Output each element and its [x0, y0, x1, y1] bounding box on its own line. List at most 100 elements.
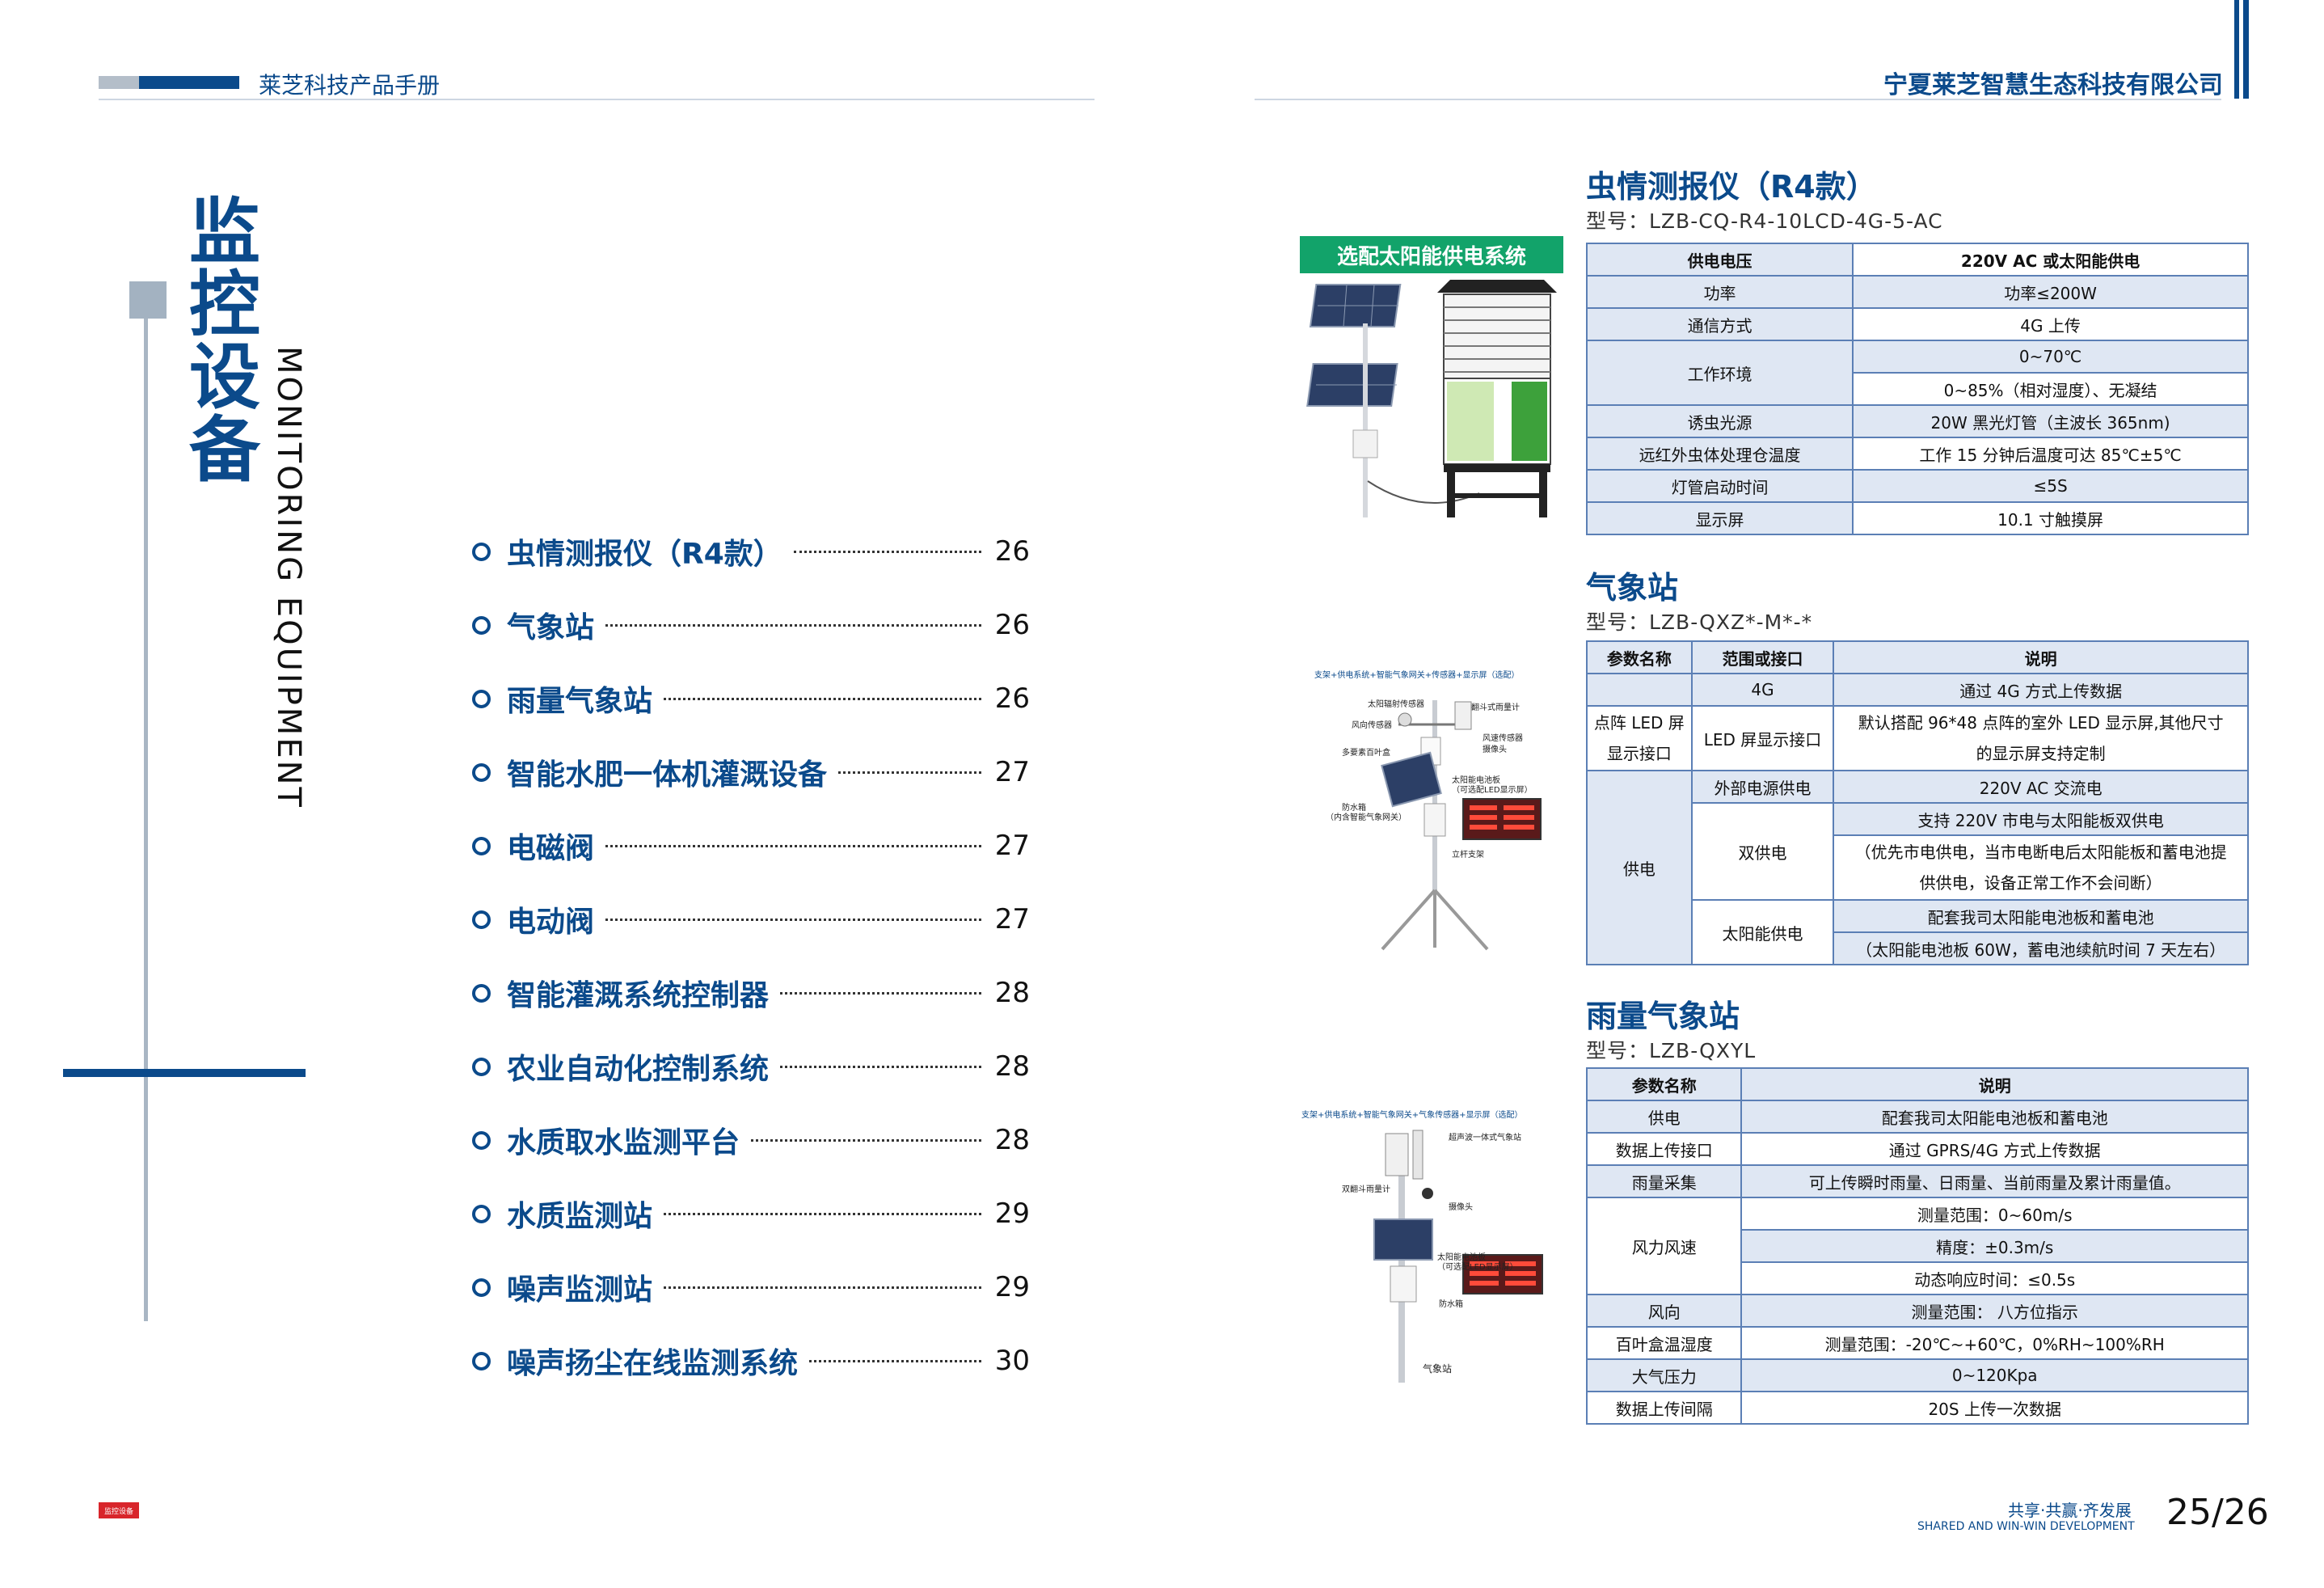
table-row: 太阳能供电 配套我司太阳能电池板和蓄电池	[1587, 899, 2249, 965]
toc-leader	[605, 623, 981, 627]
table-cell: 百叶盒温湿度	[1585, 1326, 1743, 1360]
waterproof-box	[1424, 803, 1446, 837]
table-cell: 数据上传间隔	[1585, 1391, 1743, 1425]
circle-icon	[472, 762, 491, 782]
table-cell: 配套我司太阳能电池板和蓄电池	[1740, 1100, 2249, 1134]
table-cell: 测量范围：0~60m/s	[1740, 1197, 2249, 1231]
table-row: 0~85%（相对湿度）、无凝结	[1587, 372, 2249, 406]
toc-label: 水质取水监测平台	[507, 1126, 740, 1159]
spec-table-weather-station: 参数名称 范围或接口 说明 4G 通过 4G 方式上传数据 点阵 LED 屏显示…	[1586, 640, 2249, 965]
table-cell: 0~120Kpa	[1740, 1358, 2249, 1392]
toc-leader	[605, 918, 981, 921]
table-header: 说明	[1833, 640, 2249, 674]
circle-icon	[472, 1204, 491, 1223]
table-row: 参数名称 范围或接口 说明	[1586, 640, 2249, 674]
illus-label: 风向传感器	[1352, 721, 1392, 730]
table-cell: 可上传瞬时雨量、日雨量、当前雨量及累计雨量值。	[1740, 1164, 2249, 1198]
product-model: 型号：LZB-QXZ*-M*-*	[1586, 610, 1813, 634]
table-cell: 显示屏	[1585, 501, 1854, 535]
table-row: （太阳能电池板 60W，蓄电池续航时间 7 天左右）	[1587, 931, 2249, 965]
toc-page: 27	[994, 903, 1030, 935]
circle-icon	[472, 1130, 491, 1150]
table-row: 参数名称说明	[1585, 1067, 2249, 1101]
table-cell: （优先市电供电，当市电断电后太阳能板和蓄电池提供供电，设备正常工作不会间断）	[1833, 834, 2249, 901]
circle-icon	[472, 836, 491, 855]
table-cell: 通过 GPRS/4G 方式上传数据	[1740, 1132, 2249, 1166]
illus-label: 摄像头	[1449, 1203, 1473, 1212]
category-char: 控	[188, 263, 260, 346]
solar-pole	[1363, 323, 1368, 517]
toc-label: 噪声扬尘在线监测系统	[507, 1347, 799, 1380]
ultrasonic-sensor	[1412, 1130, 1424, 1180]
toc-item[interactable]: 雨量气象站 26	[472, 678, 1030, 719]
table-cell: 配套我司太阳能电池板和蓄电池	[1833, 899, 2249, 933]
category-title-en: MONITORING EQUIPMENT	[270, 346, 307, 809]
toc-leader	[664, 697, 981, 700]
table-cell: 诱虫光源	[1585, 404, 1854, 438]
toc-leader	[664, 1212, 981, 1215]
toc-page: 27	[994, 756, 1030, 788]
toc-label: 电磁阀	[507, 832, 595, 865]
illus-label: 防水箱	[1342, 804, 1366, 813]
table-cell: 外部电源供电	[1690, 770, 1835, 804]
toc-label: 雨量气象站	[507, 685, 653, 718]
header-accent-gray	[99, 76, 139, 89]
station-pole	[1398, 1140, 1405, 1383]
illus-label: 摄像头	[1483, 745, 1507, 754]
table-cell: 0~85%（相对湿度）、无凝结	[1852, 372, 2249, 406]
table-cell: 远红外虫体处理仓温度	[1585, 437, 1854, 471]
table-cell: 测量范围：-20℃~+60℃，0%RH~100%RH	[1740, 1326, 2249, 1360]
station-solar-panel	[1381, 751, 1442, 808]
toc-item[interactable]: 虫情测报仪（R4款）26	[472, 531, 1030, 572]
toc-label: 水质监测站	[507, 1200, 653, 1233]
table-row: 供电配套我司太阳能电池板和蓄电池	[1585, 1100, 2249, 1134]
toc-page: 28	[994, 1050, 1030, 1083]
toc-page: 26	[994, 535, 1030, 568]
toc-label: 噪声监测站	[507, 1273, 653, 1307]
toc-leader	[751, 1138, 981, 1142]
table-row: 动态响应时间：≤0.5s	[1587, 1261, 2249, 1295]
toc-item[interactable]: 噪声扬尘在线监测系统 30	[472, 1341, 1030, 1381]
toc-leader	[838, 771, 981, 774]
product-model: 型号：LZB-CQ-R4-10LCD-4G-5-AC	[1586, 209, 1943, 233]
toc-leader	[664, 1286, 981, 1289]
product-title-weather-station: 气象站	[1586, 570, 1679, 606]
product-title-rain-station: 雨量气象站	[1586, 999, 1740, 1034]
toc-leader	[780, 991, 981, 995]
illus-label: 翻斗式雨量计	[1471, 703, 1520, 712]
table-cell	[1586, 673, 1693, 707]
station-pole	[1432, 700, 1437, 894]
toc-label: 气象站	[507, 611, 595, 644]
table-cell: 测量范围： 八方位指示	[1740, 1294, 2249, 1328]
illus-label: （内含智能气象网关）	[1326, 813, 1407, 822]
table-cell: （太阳能电池板 60W，蓄电池续航时间 7 天左右）	[1833, 931, 2249, 965]
rain-gauge	[1385, 1133, 1409, 1176]
table-row: 点阵 LED 屏显示接口 LED 屏显示接口 默认搭配 96*48 点阵的室外 …	[1586, 705, 2249, 771]
toc-page: 26	[994, 682, 1030, 715]
table-cell: 20W 黑光灯管（主波长 365nm)	[1852, 404, 2249, 438]
table-cell: 20S 上传一次数据	[1740, 1391, 2249, 1425]
product-title-insect-monitor: 虫情测报仪（R4款）	[1586, 169, 1877, 205]
circle-icon	[472, 910, 491, 929]
table-row: 供电 外部电源供电 220V AC 交流电	[1586, 770, 2249, 965]
toc-page: 30	[994, 1345, 1030, 1377]
control-box	[1352, 429, 1378, 458]
illus-label: 多要素百叶盒	[1342, 749, 1390, 758]
cabinet-green-panel	[1447, 382, 1494, 461]
cable	[1367, 480, 1480, 504]
solar-panel-upper	[1309, 284, 1402, 327]
